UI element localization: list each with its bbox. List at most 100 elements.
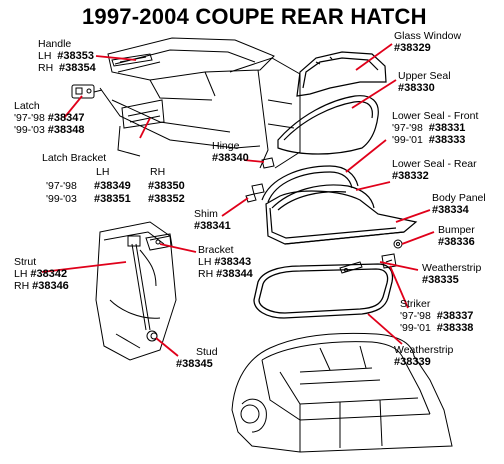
latch-row-1: '97-'98 #38347 bbox=[14, 112, 85, 124]
bumper-pn: #38336 bbox=[438, 236, 475, 248]
handle-rh: RH bbox=[38, 62, 54, 74]
leader-latch bbox=[63, 95, 83, 119]
leader-handle bbox=[95, 55, 137, 61]
body-panel-name: Body Panel bbox=[432, 192, 486, 204]
label-upper-seal: Upper Seal #38330 bbox=[398, 70, 451, 94]
leader-strut bbox=[41, 261, 127, 273]
handle-rh-row: RH #38354 bbox=[38, 62, 96, 74]
latch-bracket-y1: '97-'98 bbox=[46, 180, 77, 192]
body-panel-pn: #38334 bbox=[432, 204, 469, 216]
latch-y1: '97-'98 bbox=[14, 112, 45, 124]
latch-bracket-name: Latch Bracket bbox=[42, 152, 107, 164]
latch-y2-pn: #38348 bbox=[47, 124, 85, 136]
lower-seal-front-part bbox=[261, 165, 359, 203]
weatherstrip-small-part bbox=[339, 261, 363, 274]
bracket-lh-row: LH #38343 bbox=[198, 256, 253, 268]
strut-name: Strut bbox=[14, 256, 37, 268]
latch-bracket-rh2: #38352 bbox=[148, 193, 185, 205]
latch-bracket-lh-header: LH bbox=[96, 166, 110, 178]
label-latch: Latch '97-'98 #38347 '99-'03 #38348 bbox=[14, 100, 85, 136]
interior-roof-drawing bbox=[99, 37, 301, 169]
bracket-lh: LH bbox=[198, 256, 212, 268]
handle-lh: LH bbox=[38, 50, 52, 62]
label-stud: Stud #38345 bbox=[176, 346, 218, 370]
label-bumper: Bumper #38336 bbox=[438, 224, 475, 248]
latch-bracket-rh-header: RH bbox=[150, 166, 166, 178]
weatherstrip-small-pn: #38335 bbox=[422, 274, 459, 286]
leader-upper-seal bbox=[351, 79, 397, 109]
lower-seal-front-y1: '97-'98 bbox=[392, 122, 423, 134]
striker-y2: '99-'01 bbox=[400, 322, 431, 334]
strut-rh: RH bbox=[14, 280, 30, 292]
label-bracket: Bracket LH #38343 RH #38344 bbox=[198, 244, 253, 280]
bracket-name: Bracket bbox=[198, 244, 234, 256]
latch-bracket-lh2: #38351 bbox=[94, 193, 131, 205]
bracket-lh-pn: #38343 bbox=[214, 256, 252, 268]
hinge-name: Hinge bbox=[212, 140, 240, 152]
strut-lh-row: LH #38342 bbox=[14, 268, 69, 280]
lower-seal-front-y2-pn: #38333 bbox=[428, 134, 466, 146]
strut-lh: LH bbox=[14, 268, 28, 280]
stud-pn: #38345 bbox=[176, 358, 213, 370]
latch-bracket-row-1: '97-'98 bbox=[46, 180, 77, 192]
hinge-part bbox=[251, 157, 275, 195]
stud-name: Stud bbox=[196, 346, 218, 358]
label-body-panel: Body Panel #38334 bbox=[432, 192, 486, 216]
leader-weatherstrip-large bbox=[367, 313, 403, 345]
upper-seal-pn: #38330 bbox=[398, 82, 435, 94]
lower-seal-rear-part bbox=[271, 184, 375, 211]
leader-shim bbox=[221, 197, 249, 217]
handle-lh-row: LH #38353 bbox=[38, 50, 96, 62]
leader-glass-window bbox=[355, 43, 393, 71]
lower-seal-front-y2: '99-'01 bbox=[392, 134, 423, 146]
label-lower-seal-rear: Lower Seal - Rear #38332 bbox=[392, 158, 477, 182]
lower-seal-front-name: Lower Seal - Front bbox=[392, 110, 479, 122]
weatherstrip-large-name: Weatherstrip bbox=[394, 344, 454, 356]
glass-window-part bbox=[296, 51, 387, 97]
latch-y1-pn: #38347 bbox=[47, 112, 85, 124]
latch-bracket-y2: '99-'03 bbox=[46, 193, 77, 205]
leader-stud bbox=[155, 337, 179, 357]
leader-body-panel bbox=[395, 209, 431, 223]
label-shim: Shim #38341 bbox=[194, 208, 231, 232]
leader-hinge bbox=[243, 159, 265, 163]
upper-seal-name: Upper Seal bbox=[398, 70, 451, 82]
latch-name: Latch bbox=[14, 100, 40, 112]
bracket-rh-pn: #38344 bbox=[216, 268, 253, 280]
glass-window-pn: #38329 bbox=[394, 42, 431, 54]
striker-y1: '97-'98 bbox=[400, 310, 431, 322]
label-latch-bracket: Latch Bracket bbox=[42, 152, 106, 164]
leader-bumper bbox=[401, 231, 435, 245]
striker-y2-pn: #38338 bbox=[436, 322, 474, 334]
handle-lh-pn: #38353 bbox=[57, 50, 94, 62]
leader-latch-bracket bbox=[139, 117, 151, 139]
latch-row-2: '99-'03 #38348 bbox=[14, 124, 85, 136]
leader-lines bbox=[41, 43, 435, 357]
latch-y2: '99-'03 bbox=[14, 124, 45, 136]
lower-seal-front-y1-pn: #38331 bbox=[428, 122, 466, 134]
striker-row-2: '99-'01 #38338 bbox=[400, 322, 473, 334]
page-title: 1997-2004 COUPE REAR HATCH bbox=[82, 4, 427, 29]
latch-part bbox=[71, 84, 103, 99]
strut-assembly-drawing bbox=[95, 221, 177, 361]
weatherstrip-large-part bbox=[253, 263, 394, 319]
label-weatherstrip-small: Weatherstrip #38335 bbox=[422, 262, 481, 286]
hinge-pn: #38340 bbox=[212, 152, 249, 164]
stud-part bbox=[150, 332, 158, 340]
weatherstrip-small-name: Weatherstrip bbox=[422, 262, 482, 274]
bracket-rh: RH bbox=[198, 268, 214, 280]
label-weatherstrip-large: Weatherstrip #38339 bbox=[394, 344, 453, 368]
latch-bracket-part bbox=[121, 99, 165, 129]
bumper-part bbox=[393, 239, 403, 249]
leader-weatherstrip-small bbox=[379, 261, 419, 271]
lower-seal-rear-name: Lower Seal - Rear bbox=[392, 158, 477, 170]
lower-seal-front-row-2: '99-'01 #38333 bbox=[392, 134, 478, 146]
leader-lower-seal-front bbox=[345, 139, 387, 173]
label-handle: Handle LH #38353 RH #38354 bbox=[38, 38, 96, 74]
label-lower-seal-front: Lower Seal - Front '97-'98 #38331 '99-'0… bbox=[392, 110, 478, 146]
handle-name: Handle bbox=[38, 38, 72, 50]
strut-rh-row: RH #38346 bbox=[14, 280, 69, 292]
glass-window-name: Glass Window bbox=[394, 30, 462, 42]
latch-bracket-row-2: '99-'03 bbox=[46, 193, 77, 205]
